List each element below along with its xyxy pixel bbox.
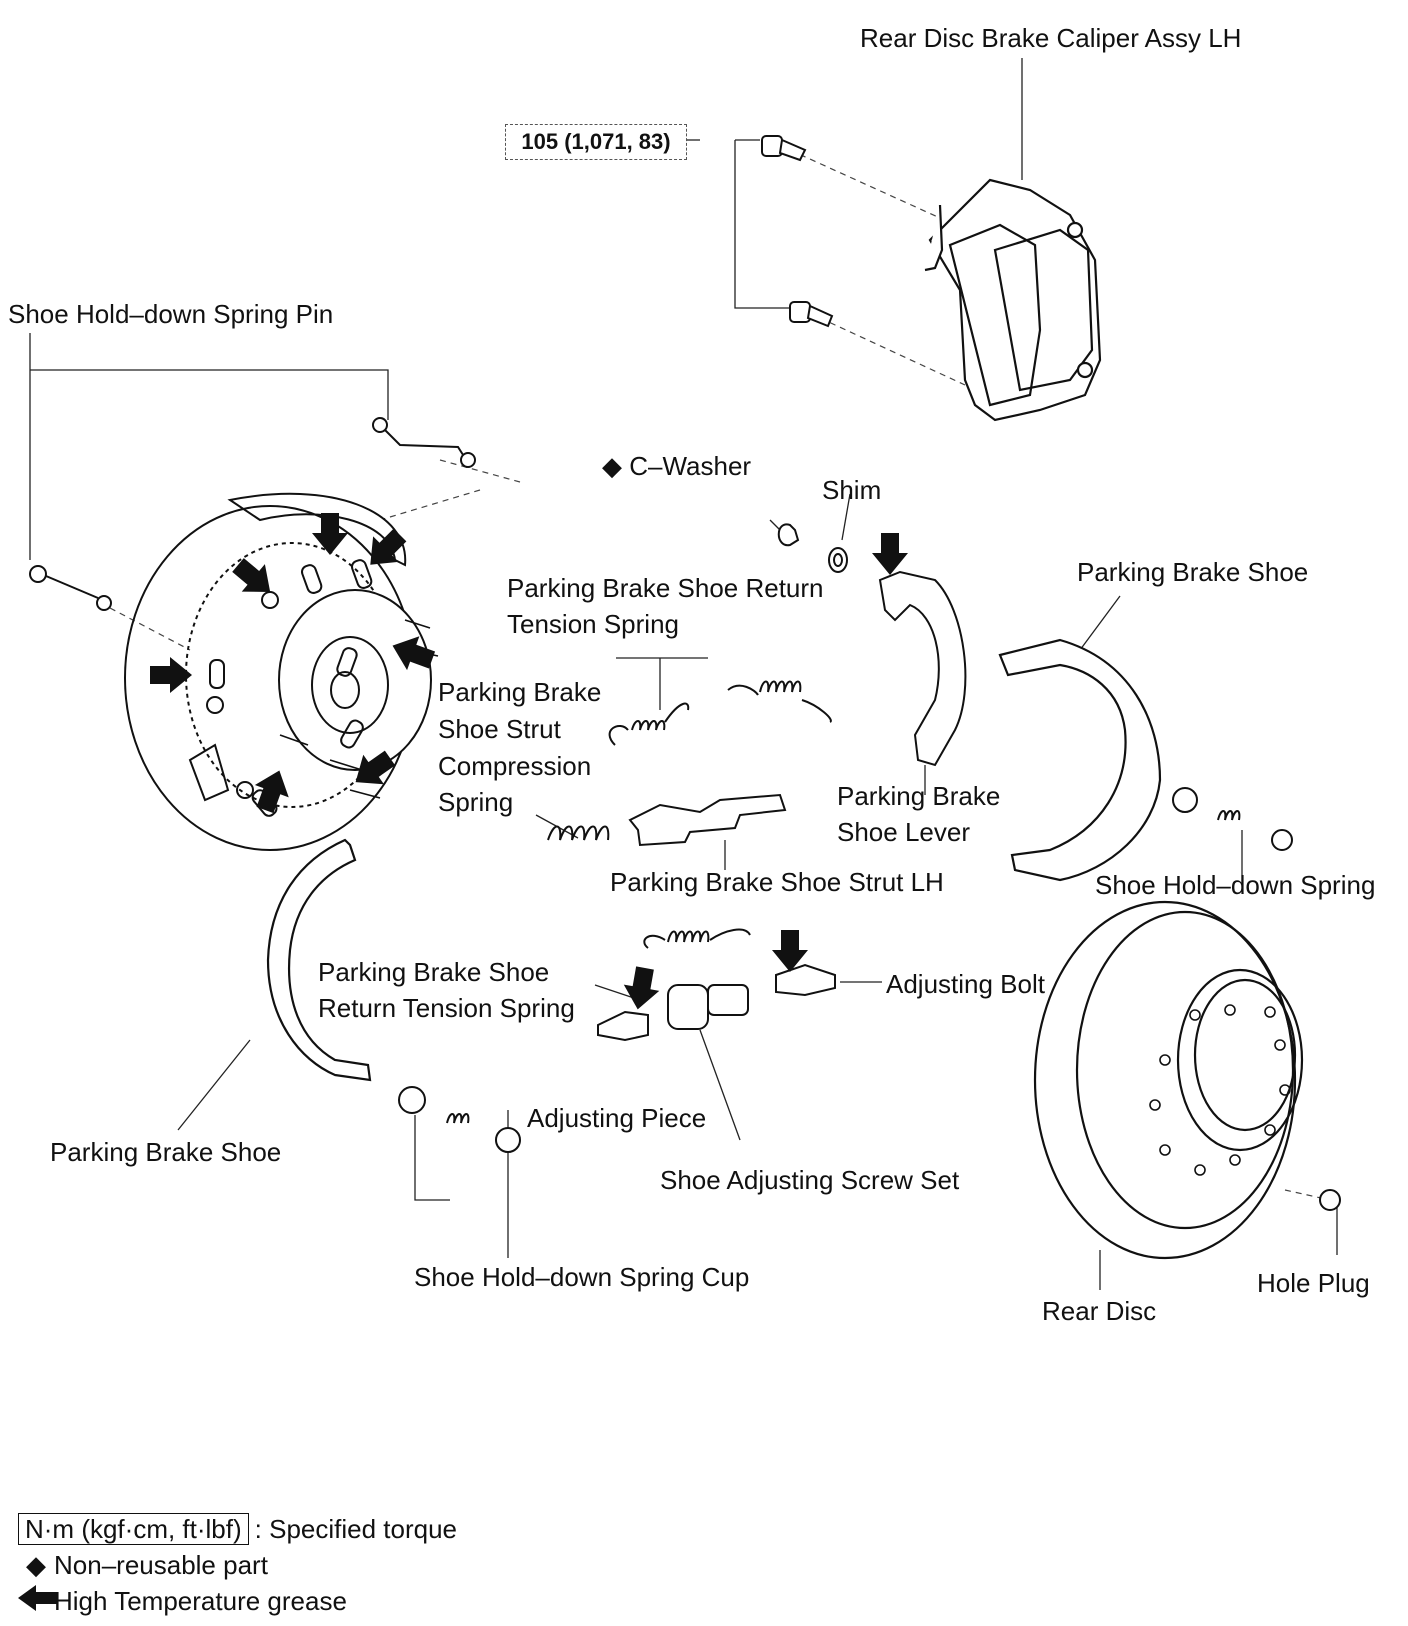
label-shoe-bottom-left: Parking Brake Shoe <box>50 1137 282 1167</box>
label-adjusting-bolt: Adjusting Bolt <box>886 969 1045 999</box>
label-return-spring-bottom-line2: Return Tension Spring <box>318 993 575 1023</box>
label-shoe-top-right: Parking Brake Shoe <box>1077 557 1309 587</box>
legend-grease-desc: High Temperature grease <box>54 1585 347 1616</box>
springs <box>446 680 1241 1124</box>
label-spring-pin: Shoe Hold–down Spring Pin <box>8 299 334 329</box>
label-lever-line1: Parking Brake <box>837 781 1001 811</box>
label-strut-spring-line1: Parking Brake <box>438 677 602 707</box>
adjusting-parts <box>398 787 1341 1211</box>
parking-brake-lever <box>878 570 967 767</box>
label-rear-disc: Rear Disc <box>1042 1296 1157 1326</box>
label-strut-spring-line3: Compression <box>438 751 592 781</box>
label-strut-spring-line4: Spring <box>438 787 514 817</box>
label-holddown-spring: Shoe Hold–down Spring <box>1095 870 1376 900</box>
label-hole-plug: Hole Plug <box>1257 1268 1370 1298</box>
legend-torque-desc: : Specified torque <box>254 1513 458 1544</box>
assembly-lines <box>109 149 1331 1201</box>
label-screw-set: Shoe Adjusting Screw Set <box>660 1165 960 1195</box>
legend-torque: N·m (kgf·cm, ft·lbf) : Specified torque <box>18 1512 457 1546</box>
legend: N·m (kgf·cm, ft·lbf) : Specified torque … <box>18 1512 457 1620</box>
label-c-washer: ◆ C–Washer <box>602 451 752 481</box>
arrow-icon <box>18 1584 58 1618</box>
caliper-assembly <box>924 178 1102 422</box>
diamond-icon: ◆ <box>26 1549 46 1580</box>
label-return-spring-top-line1: Parking Brake Shoe Return <box>507 573 824 603</box>
legend-torque-unit: N·m (kgf·cm, ft·lbf) <box>18 1513 249 1545</box>
label-strut-spring-line2: Shoe Strut <box>438 714 561 744</box>
legend-grease: High Temperature grease <box>18 1584 457 1618</box>
label-lever-line2: Shoe Lever <box>837 817 970 847</box>
caliper-bolts <box>761 135 834 328</box>
torque-spec-box: 105 (1,071, 83) <box>505 124 687 160</box>
legend-nonreusable-desc: Non–reusable part <box>54 1549 268 1580</box>
label-caliper: Rear Disc Brake Caliper Assy LH <box>860 23 1242 53</box>
label-adjusting-piece: Adjusting Piece <box>527 1103 707 1133</box>
hold-down-pins <box>29 417 476 611</box>
backing-plate <box>124 492 439 851</box>
rear-disc <box>1033 900 1304 1260</box>
label-spring-cup: Shoe Hold–down Spring Cup <box>414 1262 750 1292</box>
brake-shoes <box>266 638 1162 1082</box>
label-strut: Parking Brake Shoe Strut LH <box>610 867 944 897</box>
c-washer-and-shim <box>777 523 848 573</box>
label-return-spring-top-line2: Tension Spring <box>507 609 679 639</box>
label-shim: Shim <box>822 475 882 505</box>
label-return-spring-bottom-line1: Parking Brake Shoe <box>318 957 550 987</box>
parking-brake-shoe-strut <box>628 793 787 847</box>
legend-nonreusable: ◆ Non–reusable part <box>18 1548 457 1582</box>
